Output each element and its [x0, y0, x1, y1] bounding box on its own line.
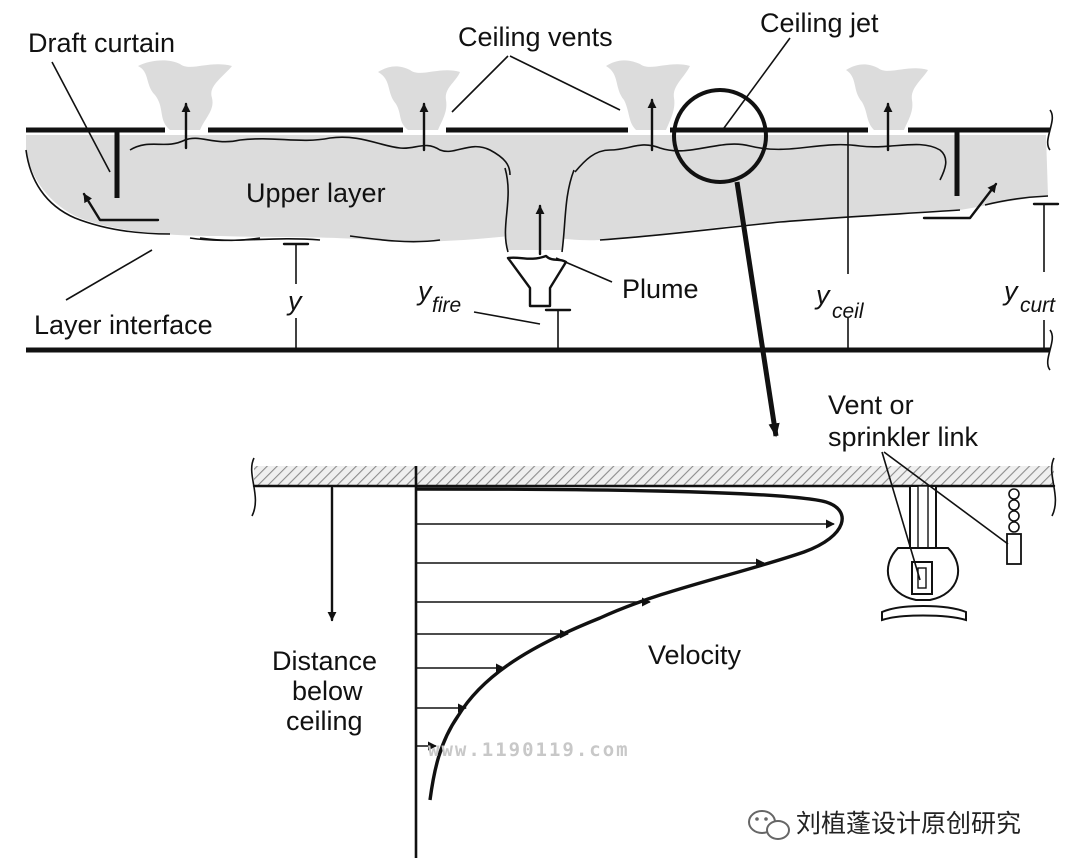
wechat-icon [748, 810, 790, 840]
label-ceiling-vents: Ceiling vents [458, 22, 613, 52]
label-plume: Plume [622, 274, 699, 304]
vent-smoke-2 [378, 66, 460, 130]
callout-arrow [734, 181, 780, 438]
vent-smoke-4 [846, 64, 928, 130]
curtain-flow-arrow-left [82, 192, 160, 222]
fusible-link-chain [1006, 488, 1022, 565]
brand: 刘植蓬设计原创研究 [748, 809, 1021, 840]
plume-smoke [505, 170, 572, 250]
label-vent-or: Vent or [828, 390, 914, 420]
label-ceiling: ceiling [286, 706, 363, 736]
brand-text: 刘植蓬设计原创研究 [796, 809, 1021, 838]
label-upper-layer: Upper layer [246, 178, 386, 208]
label-y-fire: y [416, 276, 433, 306]
vent-smoke-3 [606, 60, 690, 130]
ceiling-jet-detail-circle [672, 88, 768, 184]
label-layer-interface: Layer interface [34, 310, 213, 340]
label-distance: Distance [272, 646, 377, 676]
hatched-ceiling [254, 466, 1054, 486]
vent-smoke-1 [138, 60, 232, 130]
label-y-curt-sub: curt [1020, 294, 1056, 317]
label-y-ceil: y [814, 280, 831, 310]
curtain-flow-arrow-right [922, 182, 998, 220]
fire-source [506, 254, 568, 308]
label-y-curt: y [1002, 276, 1019, 306]
sprinkler-head [881, 485, 967, 622]
label-sprinkler-link: sprinkler link [828, 422, 979, 452]
label-below: below [292, 676, 363, 706]
velocity-profile-detail: Vent or sprinkler link Velocity Distance… [250, 390, 1057, 858]
velocity-profile-curve [415, 487, 844, 801]
label-y-ceil-sub: ceil [832, 300, 865, 323]
label-ceiling-jet: Ceiling jet [760, 8, 879, 38]
watermark-text: www.1190119.com [428, 739, 630, 761]
label-y-fire-sub: fire [432, 294, 461, 317]
room-section: Draft curtain Ceiling vents Ceiling jet … [25, 8, 1060, 438]
label-y: y [286, 286, 303, 316]
label-velocity: Velocity [648, 640, 742, 670]
label-draft-curtain: Draft curtain [28, 28, 175, 58]
